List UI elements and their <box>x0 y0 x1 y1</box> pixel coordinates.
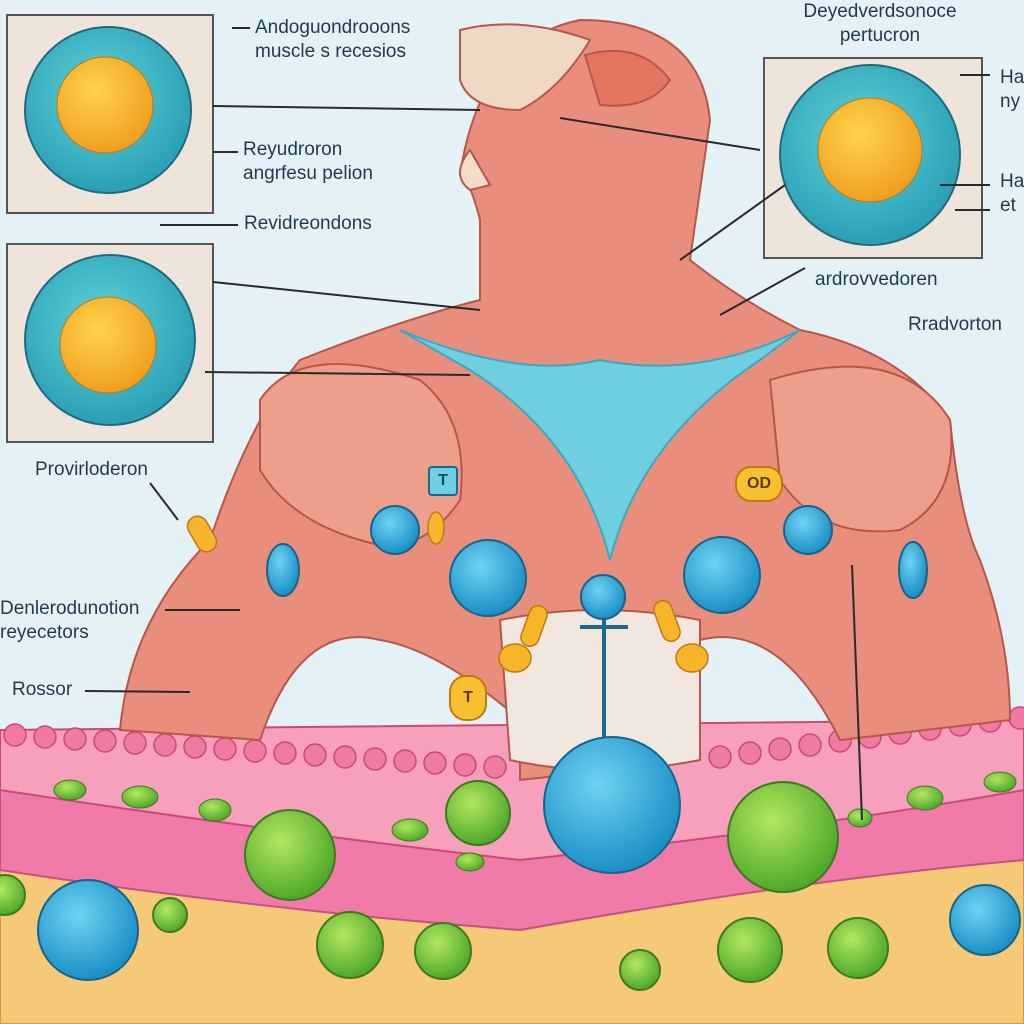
receptor-spheres <box>37 505 1021 981</box>
green-cells <box>0 780 889 991</box>
label-line: ny <box>1000 91 1021 112</box>
yellow-capsules <box>186 511 709 673</box>
label-left-elbow: Denlerodunotion reyecetors <box>0 597 139 645</box>
label-line: Ha <box>1000 171 1024 192</box>
label-right-edge1: Ha ny <box>1000 66 1024 114</box>
cell-inset-top-right <box>763 57 983 259</box>
label-line: Denlerodunotion <box>0 598 140 619</box>
label-top-center: Andoguondrooons muscle s recesios <box>255 16 410 64</box>
label-top-right: Deyedverdsonoce pertucron <box>780 0 980 48</box>
badge-abdomen: T <box>449 675 487 721</box>
label-line: angrfesu pelion <box>243 163 373 184</box>
label-line: Reyudroron <box>243 139 343 160</box>
badge-chest-left: T <box>428 466 458 496</box>
label-left-forearm: Rossor <box>12 679 73 700</box>
label-line: Ha <box>1000 67 1024 88</box>
label-right-cell-caption: ardrovvedoren <box>815 269 938 290</box>
label-line: muscle s recesios <box>255 41 406 62</box>
small-green-organelles <box>53 771 1017 872</box>
label-right-shoulder: Rradvorton <box>908 314 1002 335</box>
badge-chest-right: OD <box>735 466 783 502</box>
leader-lines <box>84 27 990 821</box>
label-line: pertucron <box>839 25 921 46</box>
cell-inset-top-left <box>6 14 214 214</box>
label-left-mid1: Reyudroron angrfesu pelion <box>243 138 373 186</box>
label-line: reyecetors <box>0 622 89 643</box>
label-right-edge2: Ha et <box>1000 170 1024 218</box>
label-line: Andoguondrooons <box>255 17 411 38</box>
label-line: et <box>1000 195 1016 216</box>
cell-inset-mid-left <box>6 243 214 443</box>
label-left-mid2: Revidreondons <box>244 213 372 234</box>
label-left-arm: Provirloderon <box>35 459 148 480</box>
label-line: Deyedverdsonoce <box>803 1 957 22</box>
